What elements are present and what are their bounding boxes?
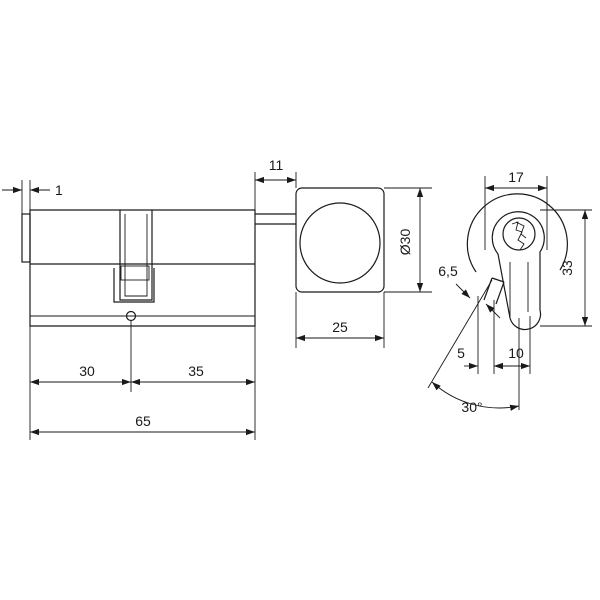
cam-inner	[120, 265, 150, 281]
cam-slot-inner	[124, 214, 148, 297]
dim-cam-width: 6,5	[438, 263, 458, 279]
front-dimensions: 17 33 6,5 5 10 30°	[427, 169, 592, 415]
end-cap	[21, 213, 31, 263]
dim-knob-width: 25	[332, 319, 348, 335]
dim-shaft: 11	[269, 157, 284, 173]
front-outer-circle	[466, 193, 568, 273]
dim-knob-diameter: Ø30	[397, 229, 413, 256]
side-view	[21, 187, 385, 327]
dim-cam-offset: 5	[457, 345, 465, 361]
cam-slot	[119, 210, 153, 301]
dim-total-length: 65	[135, 413, 151, 429]
dim-right-length: 35	[188, 363, 204, 379]
cylinder-body	[29, 209, 256, 327]
knob-face-circle	[299, 202, 381, 284]
keyway	[511, 221, 525, 251]
dim-left-length: 30	[79, 363, 95, 379]
front-profile	[491, 211, 545, 331]
dim-profile-width: 17	[508, 169, 524, 185]
keyway-circle	[502, 217, 536, 251]
cam	[113, 268, 155, 303]
dim-lower-width: 10	[508, 345, 524, 361]
dim-cam-angle: 30°	[461, 399, 482, 415]
thumb-turn-knob	[295, 187, 385, 293]
dim-profile-height: 33	[559, 260, 575, 276]
fixing-screw-hole	[125, 310, 137, 322]
front-view	[466, 193, 568, 331]
dim-end-cap: 1	[55, 182, 63, 198]
side-dimensions: 1 11 Ø30 25 30 35 65	[2, 157, 432, 440]
